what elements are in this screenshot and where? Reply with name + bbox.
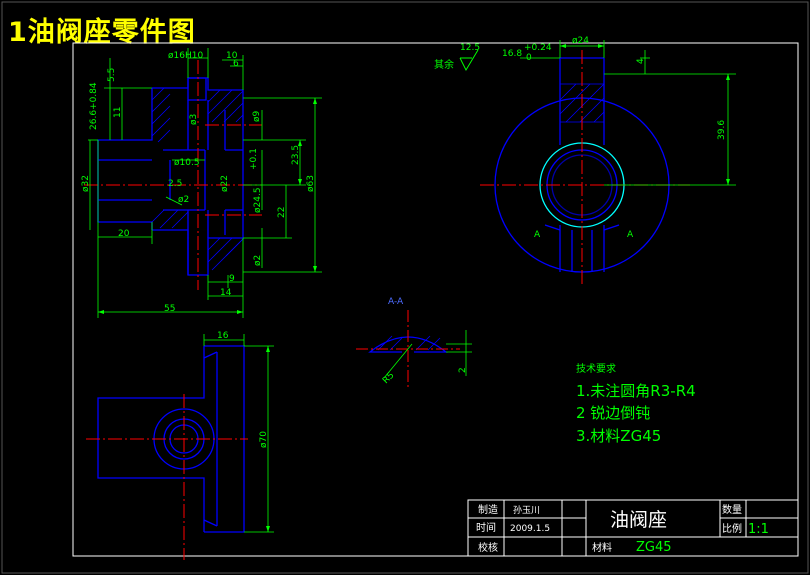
tech-item: 1.未注圆角R3-R4 [576,382,696,400]
section-hatching [377,335,441,351]
dim-text: 6 [233,59,239,69]
time-label: 时间 [476,521,496,534]
check-label: 校核 [478,541,498,554]
dim-text: 4 [636,58,646,64]
front-view: 5.5 ø16H10 10 6 26.6+0.84 11 ø3 ø9 ø10.5… [81,48,322,318]
section-mark-a-right: A [627,230,634,240]
dim-text: 9 [229,274,235,284]
dim-text: ø9 [252,110,262,122]
dim-text: 23.5 [291,145,301,165]
dim-text: ø2 [178,195,189,205]
section-dimension-lines [383,330,472,379]
dim-text: ø16H10 [168,51,203,61]
dim-text: ø10.5 [174,158,200,168]
dim-text: 55 [164,304,175,314]
title-block: 制造 孙玉川 时间 2009.1.5 校核 油阀座 数量 比例 1:1 材料 Z… [467,499,799,557]
scale-value: 1:1 [748,522,769,537]
dim-text: 11 [113,107,123,118]
section-profile [368,336,448,353]
side-view-arrows [266,346,270,532]
section-label: A-A [388,297,404,307]
side-view: 16 ø70 [86,331,274,560]
roughness-value: 12.5 [460,43,480,53]
tech-requirements: 技术要求 1.未注圆角R3-R4 2 锐边倒钝 3.材料ZG45 [576,362,696,445]
roughness-label: 其余 [434,58,454,71]
scale-label: 比例 [722,522,742,535]
front-view-dim-texts: 5.5 ø16H10 10 6 26.6+0.84 11 ø3 ø9 ø10.5… [81,51,316,314]
tech-item: 3.材料ZG45 [576,427,661,445]
front-view-arrows [98,98,317,314]
material-label: 材料 [592,541,612,554]
top-view: ø24 16.8 +0.24 0 4 39.6 A A 12.5 其余 [434,36,736,285]
material-value: ZG45 [636,540,672,555]
top-view-arrows [560,44,730,185]
tech-item: 2 锐边倒钝 [576,404,650,422]
drawing-frame [72,42,799,557]
top-view-centerlines [480,50,690,285]
dim-text: 16.8 [502,49,522,59]
roughness-symbol: 12.5 其余 [434,43,480,72]
dim-text: 5.5 [107,68,117,82]
part-name: 油阀座 [610,509,667,531]
dim-text: ø63 [306,175,316,192]
section-mark-a-left: A [534,230,541,240]
dim-text: 20 [118,229,130,239]
section-view: A-A R5 2 [356,297,472,390]
dim-text: ø2 [253,255,263,266]
dim-text: 26.6+0.84 [89,82,99,130]
side-view-dimension-lines [203,334,274,533]
dim-text: 2 [458,367,468,373]
dim-text: 10 [226,51,238,61]
quantity-label: 数量 [722,503,742,516]
dim-text: 39.6 [717,120,727,140]
dim-text: 16 [217,331,229,341]
dim-text: 2.5 [168,179,182,189]
time-value: 2009.1.5 [510,524,550,534]
title-block-grid [467,499,799,557]
dim-text: ø24 [572,36,589,46]
dim-text: 22 [277,207,287,218]
top-view-dimension-lines [520,40,736,186]
front-view-dimension-lines [88,48,322,318]
top-view-dim-texts: ø24 16.8 +0.24 0 4 39.6 A A [502,36,727,240]
drawn-by-label: 制造 [478,503,498,516]
dim-text: 14 [220,288,232,298]
dim-text: 0 [526,53,532,63]
dim-text: +0.24 [524,43,552,53]
front-view-centerlines [84,60,262,290]
drawn-by-value: 孙玉川 [513,504,540,516]
dim-text: +0.1 [249,148,259,170]
dim-text: ø3 [189,114,199,125]
front-view-hatching [151,87,244,271]
side-view-centerlines [86,394,248,560]
tech-heading: 技术要求 [576,362,616,375]
dim-text: ø32 [81,175,91,192]
dim-text: ø24.5 [253,187,263,213]
dim-text: R5 [381,371,397,387]
dim-text: ø70 [259,431,269,448]
dim-text: ø22 [220,175,230,192]
